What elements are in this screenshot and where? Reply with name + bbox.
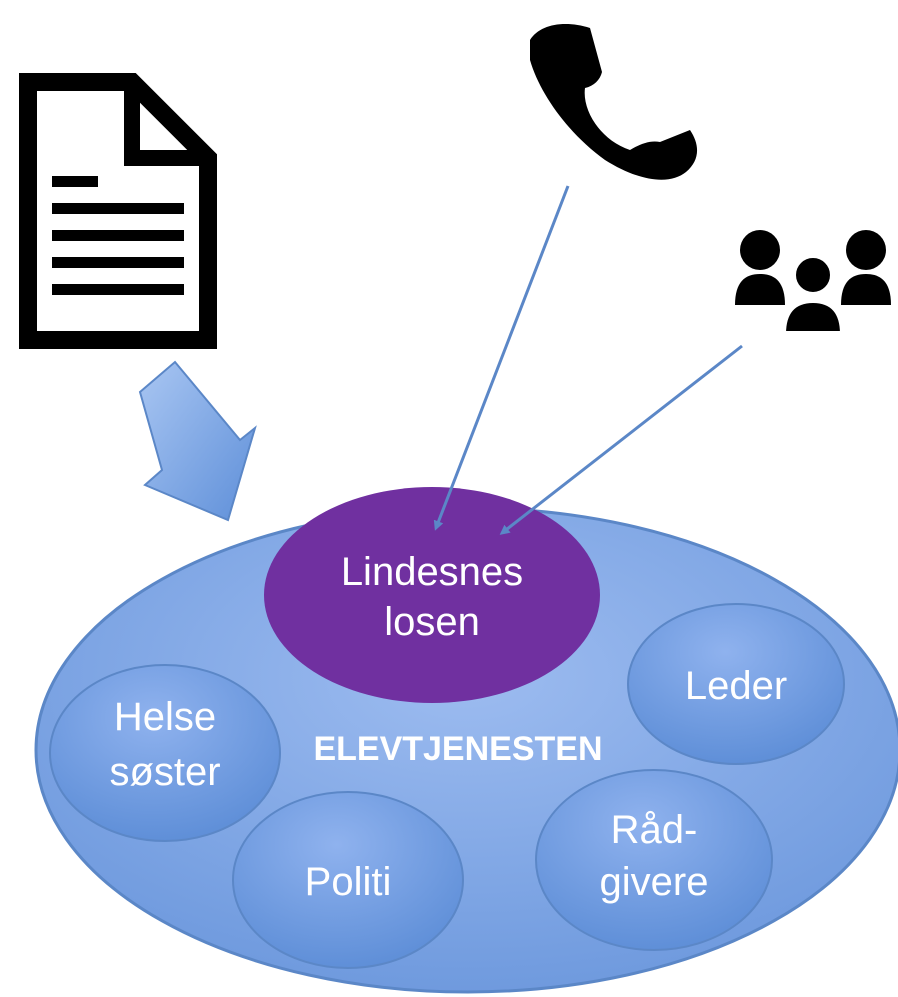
node-politi-line1: Politi (305, 860, 392, 904)
node-leder-line1: Leder (685, 664, 787, 708)
node-leder[interactable]: Leder (627, 603, 845, 765)
group-connector-arrow (499, 344, 743, 535)
group-icon (735, 230, 891, 337)
node-lindesnes-line1: Lindesnes (341, 550, 523, 594)
node-helse-line2: søster (109, 750, 220, 794)
center-label: ELEVTJENESTEN (313, 730, 602, 768)
node-helse-line1: Helse (114, 695, 216, 739)
node-radgivere-line2: givere (600, 860, 709, 904)
node-radgivere[interactable]: Råd- givere (535, 769, 773, 951)
node-lindesnes-line2: losen (384, 600, 480, 644)
document-icon (19, 73, 217, 349)
node-lindesnes-losen[interactable]: Lindesnes losen (264, 487, 600, 703)
down-right-arrow-icon (138, 360, 257, 522)
node-radgivere-line1: Råd- (611, 808, 698, 852)
node-politi[interactable]: Politi (232, 791, 464, 969)
phone-connector-arrow (433, 185, 570, 531)
phone-icon (530, 24, 698, 180)
node-helse[interactable]: Helse søster (49, 664, 281, 842)
